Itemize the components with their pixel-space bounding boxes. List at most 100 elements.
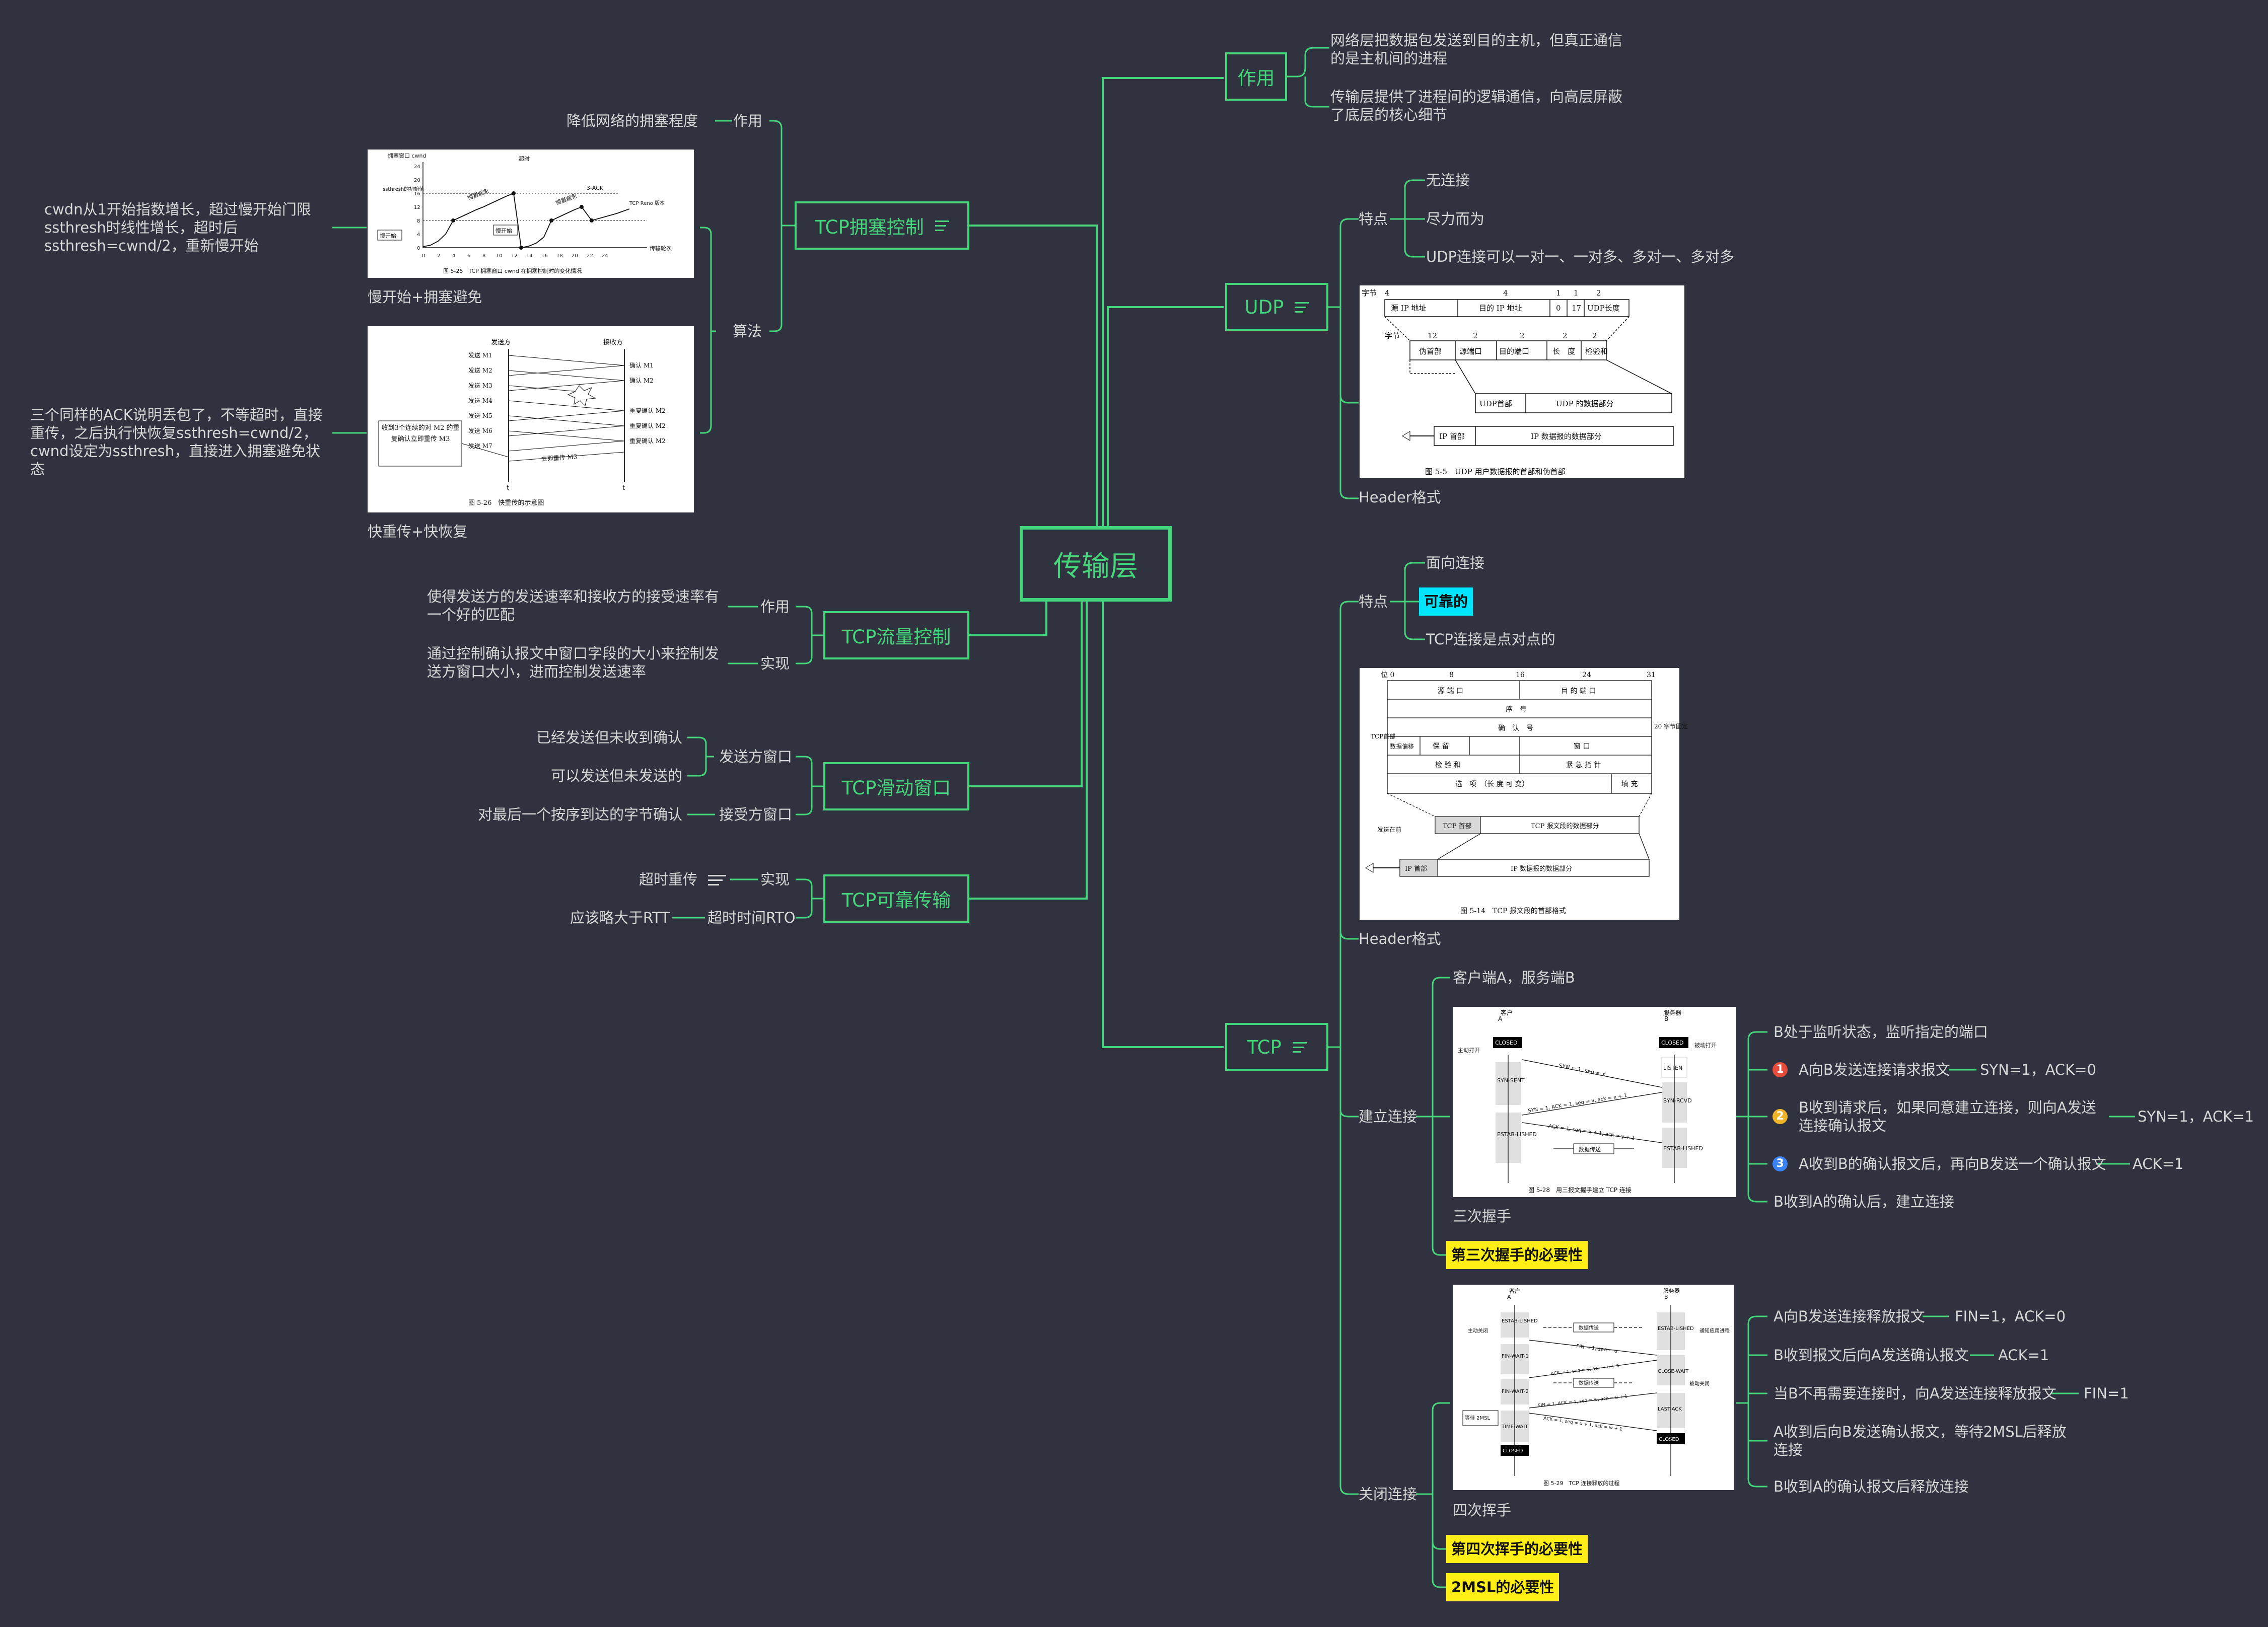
send-window-item-2: 可以发送但未发送的 [550, 767, 682, 784]
svg-text:4: 4 [1503, 288, 1508, 298]
udp-feature-3: UDP连接可以一对一、一对多、多对一、多对多 [1426, 248, 1735, 265]
connect-label: 建立连接 [1359, 1108, 1418, 1125]
svg-text:2: 2 [437, 253, 440, 259]
svg-text:拥塞避免: 拥塞避免 [554, 192, 578, 206]
svg-text:确 认 号: 确 认 号 [1498, 724, 1533, 732]
close-step-1-flag: FIN=1，ACK=0 [1955, 1308, 2066, 1325]
step-3-badge: 3 [1773, 1156, 1788, 1171]
step-1-badge: 1 [1773, 1062, 1788, 1077]
svg-text:确认 M2: 确认 M2 [629, 377, 654, 384]
udp-feature-2: 尽力而为 [1426, 210, 1485, 228]
close-step-5: B收到A的确认报文后释放连接 [1774, 1478, 1969, 1495]
svg-text:A: A [1498, 1015, 1503, 1022]
svg-text:24: 24 [602, 253, 608, 259]
svg-text:ESTAB-LISHED: ESTAB-LISHED [1502, 1318, 1538, 1324]
topic-tcp[interactable]: TCP [1225, 1023, 1328, 1071]
svg-text:LISTEN: LISTEN [1663, 1065, 1682, 1071]
svg-text:31: 31 [1647, 671, 1656, 679]
svg-text:TCP 首部: TCP 首部 [1443, 823, 1472, 830]
svg-text:服务器: 服务器 [1663, 1009, 1681, 1016]
svg-text:主动关闭: 主动关闭 [1468, 1327, 1488, 1334]
svg-text:检验和: 检验和 [1585, 347, 1608, 356]
svg-text:发送方: 发送方 [491, 338, 511, 346]
close-label: 关闭连接 [1359, 1486, 1418, 1503]
svg-text:图 5-5 UDP 用户数据报的首部和伪首部: 图 5-5 UDP 用户数据报的首部和伪首部 [1425, 467, 1565, 476]
svg-text:4: 4 [452, 253, 455, 259]
role-item-1: 网络层把数据包发送到目的主机，但真正通信的是主机间的进程 [1330, 32, 1623, 67]
congestion-role-text: 降低网络的拥塞程度 [566, 112, 698, 129]
2msl-necessity[interactable]: 2MSL的必要性 [1446, 1573, 1560, 1601]
svg-text:UDP首部: UDP首部 [1479, 399, 1512, 408]
fast-retransmit-figure: 发送方 接收方 发送 M1 发送 M2 发送 M3 发送 M4 发送 M5 发送… [368, 326, 694, 512]
topic-reliable[interactable]: TCP可靠传输 [823, 874, 969, 923]
svg-text:数据传送: 数据传送 [1579, 1380, 1599, 1386]
svg-text:客户: 客户 [1509, 1287, 1520, 1294]
svg-text:长 度: 长 度 [1552, 347, 1575, 356]
svg-text:数据传送: 数据传送 [1579, 1324, 1599, 1331]
svg-text:SYN = 1, ACK = 1, seq = y, ack: SYN = 1, ACK = 1, seq = y, ack = x + 1 [1528, 1093, 1627, 1114]
svg-text:慢开始: 慢开始 [380, 232, 396, 239]
svg-text:UDP长度: UDP长度 [1587, 304, 1620, 313]
svg-text:UDP 的数据部分: UDP 的数据部分 [1556, 399, 1614, 408]
svg-text:源 端 口: 源 端 口 [1438, 687, 1463, 695]
svg-text:1: 1 [1556, 288, 1561, 298]
svg-text:FIN-WAIT-2: FIN-WAIT-2 [1502, 1389, 1529, 1394]
svg-text:保 留: 保 留 [1433, 743, 1449, 751]
rto-text: 应该略大于RTT [570, 909, 670, 926]
topic-congestion[interactable]: TCP拥塞控制 [795, 201, 969, 250]
svg-text:24: 24 [1582, 671, 1591, 679]
handshake-figure: 客户 服务器 A B CLOSED CLOSED 主动打开 被动打开 SYN-S… [1453, 1007, 1736, 1197]
svg-text:伪首部: 伪首部 [1419, 347, 1442, 356]
svg-text:16: 16 [1516, 671, 1525, 679]
svg-text:FIN = 1, seq = u: FIN = 1, seq = u [1576, 1344, 1618, 1354]
svg-text:选 项 （长 度 可 变）: 选 项 （长 度 可 变） [1455, 780, 1529, 788]
connect-step-4: B收到A的确认后，建立连接 [1774, 1193, 1954, 1210]
svg-text:8: 8 [482, 253, 485, 259]
flow-impl-text: 通过控制确认报文中窗口字段的大小来控制发送方窗口大小，进而控制发送速率 [427, 645, 720, 680]
svg-text:TCP Reno 版本: TCP Reno 版本 [629, 200, 665, 206]
svg-text:发送 M6: 发送 M6 [468, 427, 492, 434]
central-topic[interactable]: 传输层 [1020, 526, 1172, 602]
svg-text:图 5-29 TCP 连接释放的过程: 图 5-29 TCP 连接释放的过程 [1543, 1480, 1619, 1487]
topic-flow-control[interactable]: TCP流量控制 [823, 611, 969, 659]
svg-text:12: 12 [511, 253, 518, 259]
svg-text:拥塞窗口 cwnd: 拥塞窗口 cwnd [388, 152, 427, 159]
wave-caption: 四次挥手 [1453, 1502, 1512, 1519]
recv-window-text: 对最后一个按序到达的字节确认 [477, 806, 682, 823]
congestion-algo-label: 算法 [733, 323, 762, 340]
svg-text:重复确认 M2: 重复确认 M2 [629, 422, 666, 429]
svg-text:传输轮次: 传输轮次 [650, 245, 672, 252]
rto-label: 超时时间RTO [707, 909, 796, 926]
svg-text:SYN = 1, seq = x: SYN = 1, seq = x [1558, 1062, 1606, 1078]
svg-text:发送 M7: 发送 M7 [468, 442, 492, 450]
svg-text:目 的 端 口: 目 的 端 口 [1561, 687, 1596, 695]
third-handshake-necessity[interactable]: 第三次握手的必要性 [1446, 1241, 1588, 1269]
svg-text:发送 M4: 发送 M4 [468, 397, 492, 404]
svg-text:4: 4 [1385, 288, 1390, 298]
svg-text:ESTAB-LISHED: ESTAB-LISHED [1658, 1326, 1694, 1332]
svg-text:慢开始: 慢开始 [495, 227, 512, 234]
flow-impl-label: 实现 [760, 655, 790, 672]
topic-role[interactable]: 作用 [1225, 52, 1287, 101]
svg-text:CLOSED: CLOSED [1661, 1040, 1683, 1046]
four-way-wave-figure: 客户 服务器 A B ESTAB-LISHED FIN-WAIT-1 FIN-W… [1453, 1285, 1734, 1490]
svg-text:IP 数据报的数据部分: IP 数据报的数据部分 [1511, 865, 1572, 873]
flow-role-label: 作用 [760, 598, 790, 615]
svg-text:4: 4 [417, 232, 420, 238]
tcp-feature-3: TCP连接是点对点的 [1426, 631, 1555, 648]
udp-header-figure: 字节 4 4 1 1 2 源 IP 地址 目的 IP 地址 0 17 UDP长度… [1360, 285, 1684, 478]
svg-text:B: B [1664, 1015, 1668, 1022]
send-window-label: 发送方窗口 [719, 748, 793, 765]
topic-udp[interactable]: UDP [1225, 283, 1328, 331]
fourth-wave-necessity[interactable]: 第四次挥手的必要性 [1446, 1535, 1588, 1563]
svg-text:20: 20 [572, 253, 578, 259]
topic-sliding-window[interactable]: TCP滑动窗口 [823, 762, 969, 810]
svg-text:目的端口: 目的端口 [1499, 347, 1529, 356]
svg-text:16: 16 [541, 253, 548, 259]
step-2-badge: 2 [1773, 1109, 1788, 1124]
congestion-role-label: 作用 [733, 112, 763, 129]
svg-text:24: 24 [414, 164, 420, 170]
svg-text:ACK = 1, seq = v, ack = u + 1: ACK = 1, seq = v, ack = u + 1 [1550, 1363, 1619, 1377]
svg-text:0: 0 [1556, 304, 1561, 313]
